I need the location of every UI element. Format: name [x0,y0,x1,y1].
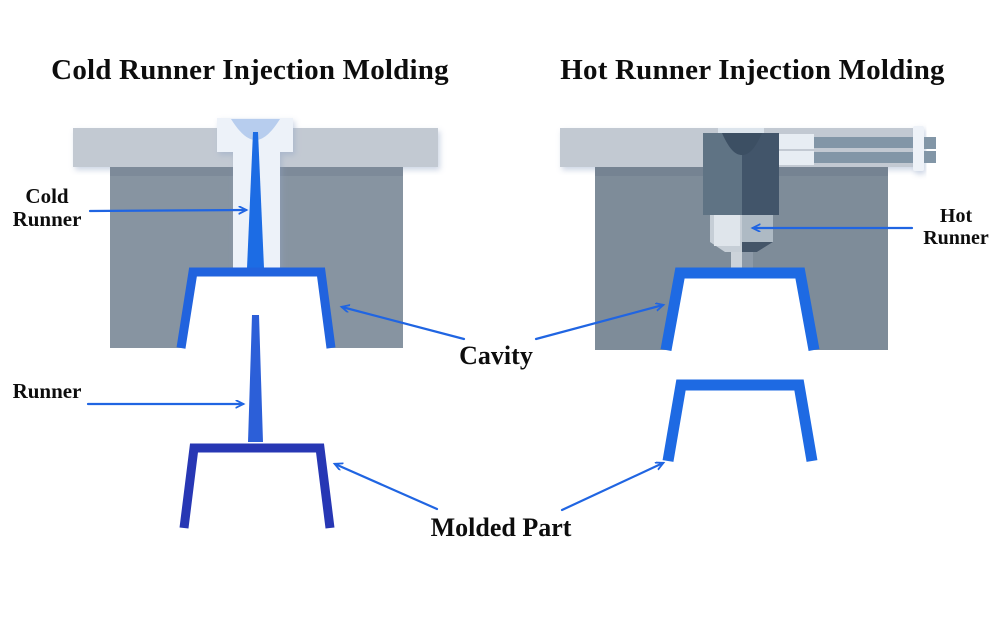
left-cavity-outline [176,267,336,349]
left-molded-part-outline [179,443,335,529]
cold-runner-label: Cold Runner [2,185,92,230]
left-diagram-title: Cold Runner Injection Molding [51,54,449,86]
runner-label: Runner [12,379,82,403]
rod-end-cap [913,126,924,171]
cavity-arrow-right [534,305,663,341]
nozzle-tip-right [742,252,753,268]
heater-rod-top [776,137,916,148]
molded-part-arrow-right [560,463,663,512]
cold-runner-label-line1: Cold [25,184,69,208]
cavity-label: Cavity [459,341,533,370]
molded-part-arrow-left [335,464,439,511]
right-cavity-outline [660,267,820,351]
nozzle-highlight [714,215,740,246]
rod-end-nub-bottom [924,151,936,163]
rod-end-nub-top [924,137,936,149]
hot-runner-label-line1: Hot [939,205,973,227]
right-diagram-title: Hot Runner Injection Molding [560,54,945,86]
cold-runner-label-line2: Runner [12,206,82,231]
right-molded-part-outline [662,379,818,462]
molded-part-label: Molded Part [430,513,572,542]
manifold-inlet-strip [718,128,764,134]
heater-rod-bottom [776,152,916,163]
rod-connector-block-bottom [778,151,814,165]
manifold-funnel-icon [722,133,762,155]
rod-connector-block-top [778,134,814,149]
hot-runner-label: Hot Runner [912,205,1000,249]
ejected-runner-stem [248,315,263,442]
cold-runner-arrow [88,210,246,211]
cavity-arrow-left [342,307,466,341]
hot-runner-label-line2: Runner [923,226,989,249]
sprue-funnel-icon [231,119,280,140]
nozzle-chamfer-shade [742,242,773,252]
nozzle-tip-left [731,252,742,268]
cold-runner-sprue [247,132,264,268]
